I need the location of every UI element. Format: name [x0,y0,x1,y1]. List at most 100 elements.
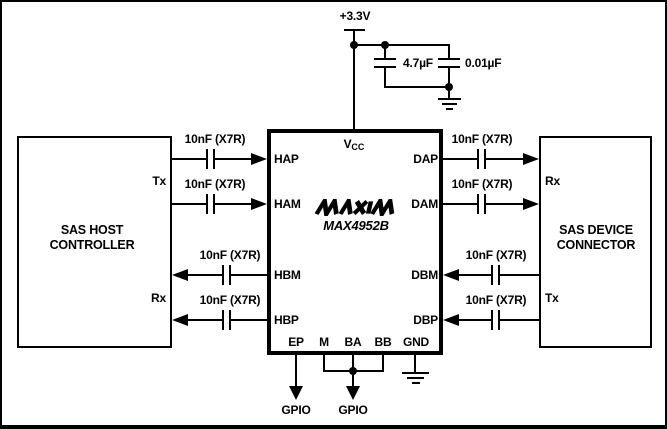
signal-wire [188,274,222,276]
bb-pin-wire [382,355,384,371]
junction-dot [381,41,389,49]
bypass-cap-lead [448,46,450,59]
arrowhead-down [346,386,360,400]
signal-wire [459,274,491,276]
arrowhead-right [251,198,267,210]
pin-label-ep: EP [288,335,304,349]
host-rx-label: Rx [151,291,166,305]
coupling-cap-plate [213,194,215,214]
pin-label-ham: HAM [274,197,301,211]
supply-rail-label: +3.3V [339,9,371,23]
coupling-cap-label: 10nF (X7R) [451,132,513,146]
bypass-cap-plate [438,58,460,60]
maxim-logo [314,199,395,216]
ba-pin-wire [352,355,354,371]
host-tx-label: Tx [152,174,166,188]
mode-gpio-wire [352,371,354,386]
arrowhead-right [523,198,539,210]
bypass-cap-plate [438,66,460,68]
coupling-cap-plate [491,265,493,285]
ground-icon [402,372,429,374]
coupling-cap-plate [229,310,231,330]
ground-stem [414,355,416,373]
arrowhead-right [523,153,539,165]
ground-icon [412,382,420,384]
bulk-cap-lead [384,46,386,59]
coupling-cap-plate [498,310,500,330]
coupling-cap-plate [206,149,208,169]
coupling-cap-label: 10nF (X7R) [184,132,246,146]
signal-wire [231,274,267,276]
signal-wire [172,203,206,205]
max4952b-ic-body [267,129,443,355]
coupling-cap-label: 10nF (X7R) [184,177,246,191]
coupling-cap-plate [484,194,486,214]
junction-dot [445,83,453,91]
coupling-cap-label: 10nF (X7R) [465,293,527,307]
bypass-cap-value: 0.01µF [465,56,502,70]
coupling-cap-label: 10nF (X7R) [199,293,261,307]
coupling-cap-plate [222,265,224,285]
arrowhead-down [289,386,303,400]
signal-wire [443,158,477,160]
coupling-cap-plate [477,149,479,169]
coupling-cap-plate [498,265,500,285]
bypass-cap-lead [448,68,450,88]
coupling-cap-plate [206,194,208,214]
ep-wire [295,355,297,386]
coupling-cap-label: 10nF (X7R) [451,177,513,191]
signal-wire [486,203,523,205]
bulk-cap-plate [374,58,396,60]
ground-icon [446,108,453,110]
pin-label-hap: HAP [274,152,299,166]
arrowhead-right [251,153,267,165]
vcc-supply-wire [353,31,355,129]
signal-wire [231,319,267,321]
coupling-cap-plate [213,149,215,169]
pin-label-dap: DAP [413,152,438,166]
signal-wire [459,319,491,321]
device-block-title: SAS DEVICE CONNECTOR [556,223,636,252]
sas-host-controller-block [17,136,172,348]
pin-label-bb: BB [374,335,392,349]
vcc-pin-label: VCC [343,137,365,153]
pin-label-dbp: DBP [413,313,438,327]
cap-ground-bus-wire [385,86,450,88]
pin-label-ba: BA [344,335,362,349]
device-tx-label: Tx [545,291,559,305]
bulk-cap-plate [374,66,396,68]
ground-icon [407,377,424,379]
junction-dot [350,41,358,49]
coupling-cap-plate [484,149,486,169]
mode-gpio-label: GPIO [338,403,368,417]
pin-label-dam: DAM [411,197,438,211]
ep-gpio-label: GPIO [281,403,311,417]
signal-wire [500,274,539,276]
coupling-cap-label: 10nF (X7R) [199,248,261,262]
pin-label-hbm: HBM [274,268,301,282]
signal-wire [443,203,477,205]
arrowhead-left [172,314,188,326]
pin-label-m: M [319,335,329,349]
coupling-cap-label: 10nF (X7R) [465,248,527,262]
bulk-cap-value: 4.7µF [403,56,433,70]
ground-icon [442,103,457,105]
pin-label-hbp: HBP [274,313,299,327]
ic-part-number: MAX4952B [323,218,389,233]
device-rx-label: Rx [545,174,560,188]
coupling-cap-plate [491,310,493,330]
coupling-cap-plate [229,265,231,285]
decoupling-branch-wire [354,44,450,46]
coupling-cap-plate [477,194,479,214]
m-pin-wire [323,355,325,371]
bulk-cap-lead [384,68,386,88]
host-block-title: SAS HOST CONTROLLER [49,223,135,252]
signal-wire [172,158,206,160]
arrowhead-left [172,269,188,281]
signal-wire [188,319,222,321]
pin-label-gnd: GND [402,335,430,349]
signal-wire [215,203,251,205]
arrowhead-left [443,314,459,326]
sas-device-connector-block [539,136,652,348]
